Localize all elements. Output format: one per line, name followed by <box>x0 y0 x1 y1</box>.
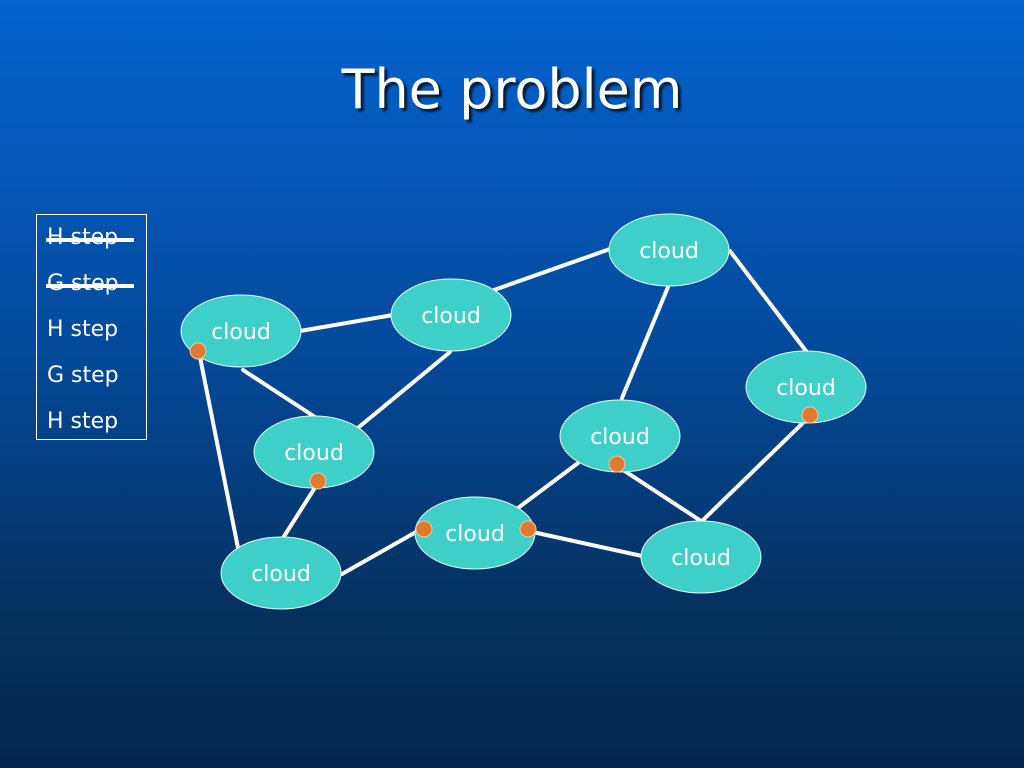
marker-dot-1 <box>189 342 207 360</box>
edge-n5-n7 <box>281 484 318 540</box>
step-1-strikethrough <box>46 238 134 242</box>
edge-n1-n5 <box>241 368 317 419</box>
step-1-label: H step <box>47 225 118 250</box>
cloud-node-9: cloud <box>640 520 762 594</box>
edge-n6-n3 <box>620 285 670 400</box>
cloud-node-5: cloud <box>253 415 375 489</box>
cloud-node-2-label: cloud <box>421 304 481 329</box>
cloud-node-3-label: cloud <box>639 239 699 264</box>
marker-dot-2 <box>309 472 327 490</box>
cloud-node-4: cloud <box>745 350 867 424</box>
connection-markers <box>189 342 819 538</box>
edge-n3-n4 <box>728 249 808 353</box>
marker-dot-4 <box>519 520 537 538</box>
edge-n2-n3 <box>492 247 612 292</box>
cloud-node-2: cloud <box>390 278 512 352</box>
cloud-node-6: cloud <box>559 399 681 473</box>
cloud-node-7-label: cloud <box>251 562 311 587</box>
cloud-node-7: cloud <box>220 536 342 610</box>
slide-title: The problem <box>341 58 683 121</box>
edge-n8-n6 <box>516 461 580 510</box>
step-2-strikethrough <box>46 284 134 288</box>
marker-dot-6 <box>801 406 819 424</box>
diagram-nodes: cloud cloud cloud cloud cloud cloud clou… <box>180 213 867 610</box>
cloud-node-1: cloud <box>180 294 302 368</box>
cloud-node-4-label: cloud <box>776 376 836 401</box>
edge-n1-n7 <box>197 350 240 550</box>
edge-n2-n5 <box>357 350 452 429</box>
marker-dot-3 <box>415 520 433 538</box>
step-3-label: H step <box>47 317 119 342</box>
marker-dot-5 <box>608 455 626 473</box>
cloud-node-8: cloud <box>414 496 536 570</box>
steps-box: H step G step H step G step H step <box>36 214 147 440</box>
edge-n7-n8 <box>340 530 418 576</box>
edge-n8-n9 <box>526 529 644 558</box>
diagram-edges <box>197 247 811 576</box>
cloud-node-1-label: cloud <box>211 320 271 345</box>
edge-n1-n2 <box>298 313 395 333</box>
cloud-node-8-label: cloud <box>445 522 505 547</box>
cloud-node-3: cloud <box>608 213 730 287</box>
cloud-node-9-label: cloud <box>671 546 731 571</box>
edge-n9-n4 <box>700 415 811 523</box>
edge-n6-n9 <box>615 464 703 523</box>
step-5-label: H step <box>47 409 119 434</box>
step-2-label: G step <box>47 271 119 296</box>
cloud-node-6-label: cloud <box>590 425 650 450</box>
cloud-node-5-label: cloud <box>284 441 344 466</box>
step-4-label: G step <box>47 363 119 388</box>
